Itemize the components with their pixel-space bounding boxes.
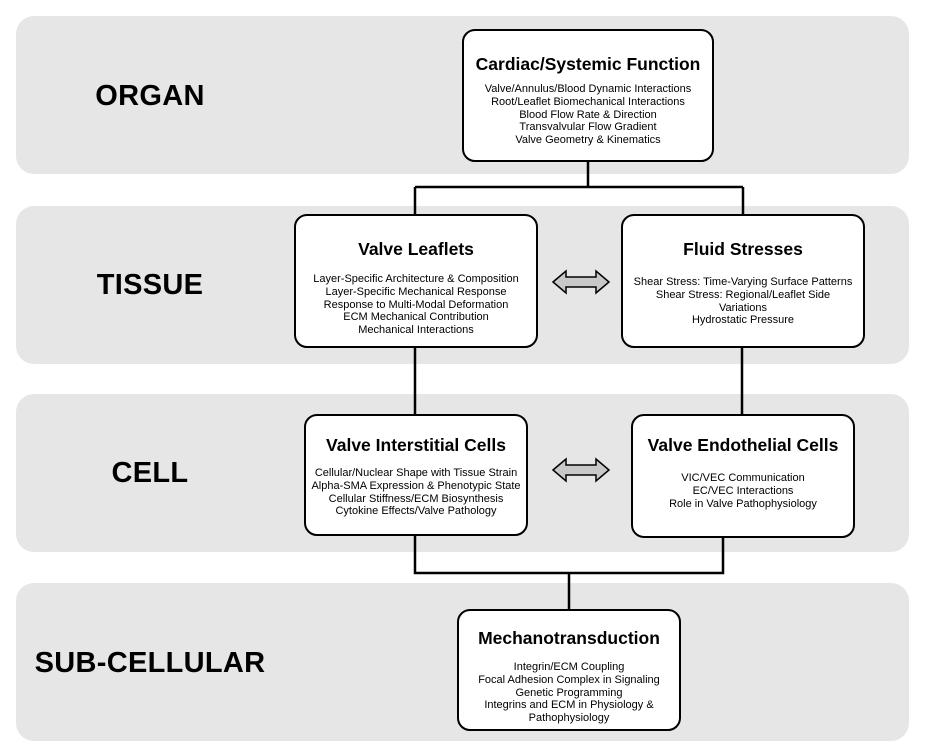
box-item: Layer-Specific Mechanical Response — [325, 285, 507, 298]
box-item: Cellular/Nuclear Shape with Tissue Strai… — [314, 467, 518, 479]
valve-interstitial-cells-box: Valve Interstitial Cells Cellular/Nuclea… — [304, 414, 528, 536]
box-item: Role in Valve Pathophysiology — [669, 497, 817, 510]
box-title: Valve Endothelial Cells — [647, 435, 839, 455]
box-item: Alpha-SMA Expression & Phenotypic State — [311, 479, 521, 492]
cardiac-function-box: Cardiac/Systemic Function Valve/Annulus/… — [462, 29, 714, 162]
box-item: Cytokine Effects/Valve Pathology — [335, 505, 497, 518]
box-item: Cellular Stiffness/ECM Biosynthesis — [328, 492, 504, 505]
level-label-tissue: TISSUE — [96, 268, 204, 301]
box-item: VIC/VEC Communication — [681, 472, 805, 484]
box-title: Cardiac/Systemic Function — [475, 54, 701, 74]
box-item: Focal Adhesion Complex in Signaling — [478, 673, 660, 686]
mechanotransduction-box: Mechanotransduction Integrin/ECM Couplin… — [457, 609, 681, 731]
box-title: Valve Interstitial Cells — [326, 435, 506, 455]
box-item: Blood Flow Rate & Direction — [519, 108, 657, 121]
level-label-cell: CELL — [111, 456, 189, 489]
valve-endothelial-cells-box: Valve Endothelial Cells VIC/VEC Communic… — [631, 414, 855, 538]
level-label-subcellular: SUB-CELLULAR — [34, 646, 266, 679]
box-title: Valve Leaflets — [358, 239, 474, 259]
box-item: Integrins and ECM in Physiology & — [484, 699, 654, 712]
box-item: Hydrostatic Pressure — [691, 314, 795, 327]
box-item: Transvalvular Flow Gradient — [519, 121, 657, 134]
box-item: EC/VEC Interactions — [692, 484, 794, 497]
box-item: Response to Multi-Modal Deformation — [323, 298, 509, 311]
connector-organ-to-tissue — [413, 160, 745, 216]
valve-leaflets-box: Valve Leaflets Layer-Specific Architectu… — [294, 214, 538, 348]
box-item: Pathophysiology — [528, 712, 610, 725]
box-item: Layer-Specific Architecture & Compositio… — [313, 273, 519, 285]
level-label-organ: ORGAN — [95, 79, 205, 112]
box-title: Mechanotransduction — [478, 628, 660, 648]
connector-cell-to-subcellular — [413, 534, 725, 611]
fluid-stresses-box: Fluid Stresses Shear Stress: Time-Varyin… — [621, 214, 865, 348]
box-item: Valve Geometry & Kinematics — [515, 134, 661, 147]
box-item: Shear Stress: Time-Varying Surface Patte… — [633, 276, 853, 288]
box-item: Root/Leaflet Biomechanical Interactions — [491, 95, 685, 108]
box-item: Variations — [718, 301, 768, 314]
box-item: Valve/Annulus/Blood Dynamic Interactions — [484, 83, 692, 95]
box-title: Fluid Stresses — [683, 239, 803, 259]
double-arrow-cell — [551, 457, 611, 483]
box-item: ECM Mechanical Contribution — [343, 311, 489, 324]
box-item: Shear Stress: Regional/Leaflet Side — [655, 288, 831, 301]
box-item: Integrin/ECM Coupling — [513, 661, 625, 673]
box-item: Mechanical Interactions — [358, 324, 474, 337]
box-item: Genetic Programming — [515, 686, 623, 699]
double-arrow-tissue — [551, 269, 611, 295]
